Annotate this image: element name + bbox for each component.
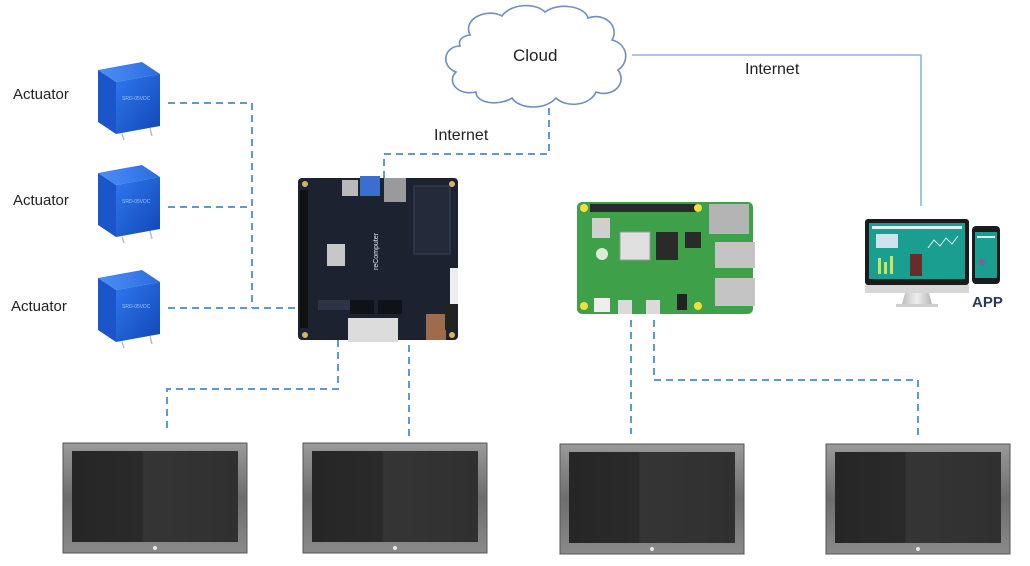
- actuator-relay-1: SRD-05VDC: [98, 62, 160, 141]
- cloud-app-internet-label: Internet: [745, 61, 800, 78]
- svg-text:SRD-05VDC: SRD-05VDC: [122, 96, 151, 102]
- cloud-app-link: [632, 54, 922, 206]
- svg-text:SRD-05VDC: SRD-05VDC: [122, 304, 151, 310]
- raspberry-pi-icon: [577, 202, 755, 314]
- actuator-relay-3: SRD-05VDC: [98, 270, 160, 349]
- svg-text:reComputer: reComputer: [373, 232, 380, 270]
- display-2-icon: [302, 442, 488, 554]
- actuator-1-link: [168, 102, 253, 308]
- actuator-label-1: Actuator: [13, 86, 69, 103]
- app-devices-icon: [865, 219, 1000, 307]
- pi-display4-link: [653, 320, 919, 437]
- board-display1-link: [166, 340, 339, 433]
- app-label: APP: [972, 294, 1003, 311]
- actuator-label-2: Actuator: [13, 192, 69, 209]
- controller-board-icon: reComputer: [298, 176, 458, 342]
- display-1-icon: [62, 442, 248, 554]
- connection-lines: [166, 102, 919, 437]
- display-3-icon: [559, 443, 745, 555]
- actuator-label-3: Actuator: [11, 298, 67, 315]
- cloud-board-internet-label: Internet: [434, 127, 489, 144]
- svg-text:SRD-05VDC: SRD-05VDC: [122, 199, 151, 205]
- cloud-icon: [445, 4, 627, 108]
- actuator-relay-2: SRD-05VDC: [98, 165, 160, 244]
- board-cloud-link: [383, 104, 550, 178]
- cloud-label: Cloud: [513, 46, 558, 65]
- display-4-icon: [825, 443, 1011, 555]
